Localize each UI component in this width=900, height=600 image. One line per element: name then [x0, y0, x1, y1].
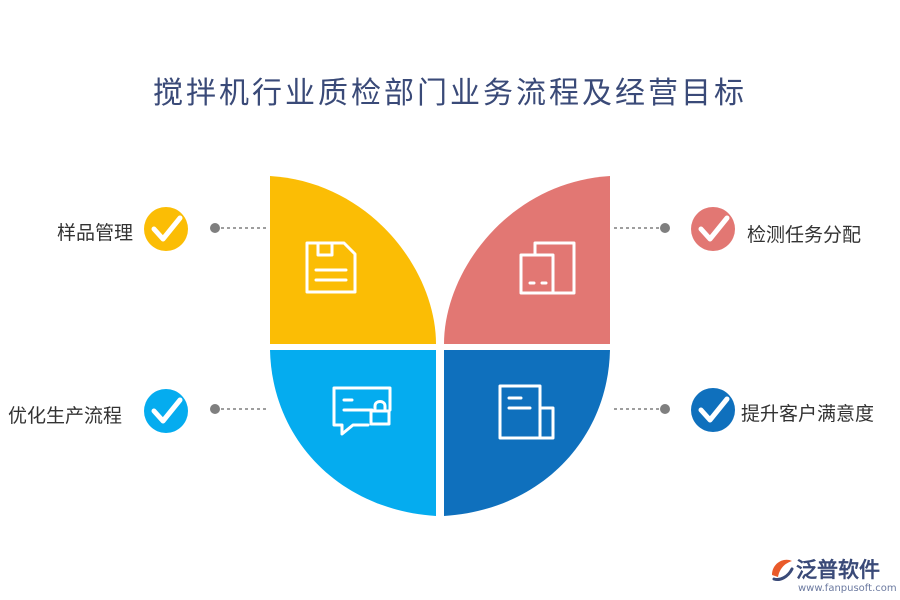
petal-bottom-left	[270, 350, 436, 516]
connector-top-left	[210, 223, 266, 233]
petal-top-left	[270, 176, 436, 344]
check-icon-assign	[691, 207, 735, 251]
logo-url: www.fanpusoft.com	[798, 583, 897, 594]
logo-icon	[772, 559, 794, 581]
label-customer-satisfaction: 提升客户满意度	[741, 403, 875, 425]
logo-name: 泛普软件	[796, 558, 880, 582]
label-task-assignment: 检测任务分配	[747, 224, 862, 246]
copy-icon	[519, 241, 576, 295]
page-title: 搅拌机行业质检部门业务流程及经营目标	[153, 76, 747, 111]
save-icon	[305, 241, 357, 294]
connector-bottom-left	[210, 404, 266, 414]
connector-top-right	[614, 223, 670, 233]
connector-bottom-right	[614, 404, 670, 414]
label-sample-management: 样品管理	[57, 222, 134, 244]
check-icon-sample	[144, 207, 188, 251]
document-icon	[498, 384, 555, 440]
check-icon-optimize	[144, 389, 188, 433]
brand-logo: 泛普软件 www.fanpusoft.com	[768, 553, 897, 598]
message-lock-icon	[332, 386, 392, 436]
petal-bottom-right	[444, 350, 610, 516]
petal-top-right	[444, 176, 610, 344]
check-icon-satisfaction	[691, 388, 735, 432]
label-optimize-production: 优化生产流程	[8, 405, 123, 427]
